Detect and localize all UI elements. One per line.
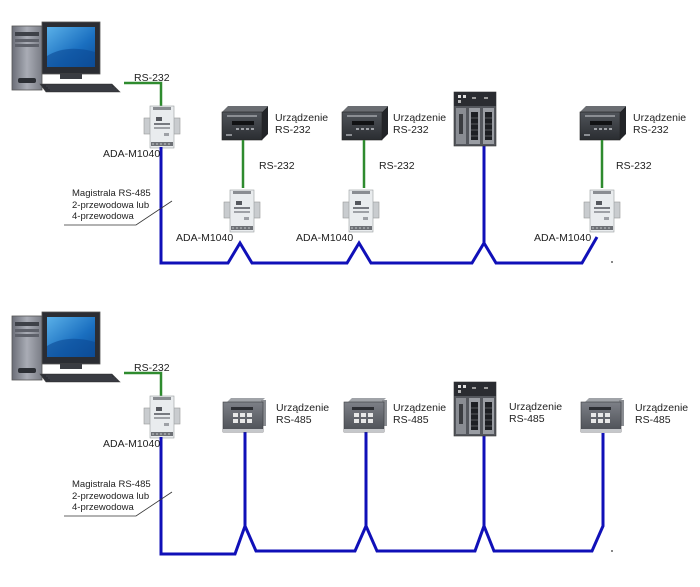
device-label-line: RS-485: [635, 414, 671, 426]
rs232-link: [124, 371, 163, 398]
device-label-line: RS-232: [393, 124, 429, 136]
bus-label-line: Magistrala RS-485: [72, 188, 151, 199]
device-label-line: Urządzenie: [633, 112, 687, 124]
device-link-label: RS-232: [259, 160, 295, 172]
bus-terminator-dot: [611, 550, 613, 552]
rs232-link: [124, 81, 163, 108]
converter-ada-m1040-icon: [143, 395, 181, 439]
device-label-line: Urządzenie: [393, 112, 447, 124]
bus-label-line: 2-przewodowa lub: [72, 199, 150, 211]
rs485-device-icon: [222, 397, 267, 433]
bus-leader-line: [64, 200, 173, 226]
device-label: Urządzenie RS-485: [509, 401, 562, 425]
device-label: Urządzenie RS-232: [393, 112, 446, 136]
converter-ada-m1040-icon: [342, 189, 380, 233]
rs232-device-icon: [341, 105, 389, 141]
device-link-label: RS-232: [616, 160, 652, 172]
pc-computer-icon: [11, 21, 121, 93]
rs485-bus: [159, 147, 599, 265]
pc-computer-icon: [11, 311, 121, 383]
device-label-line: RS-485: [509, 413, 545, 425]
device-label: Urządzenie RS-232: [633, 112, 686, 136]
master-converter-label: ADA-M1040: [103, 438, 161, 450]
rs232-device-icon: [579, 105, 627, 141]
plc-icon: [453, 381, 497, 437]
bus-terminator-dot: [611, 261, 613, 263]
diagram-bottom: [11, 311, 625, 556]
device-label: Urządzenie RS-485: [393, 402, 446, 426]
converter-ada-m1040-icon: [583, 189, 621, 233]
device-label-line: RS-485: [276, 414, 312, 426]
device-label: Urządzenie RS-485: [276, 402, 329, 426]
device-label-line: Urządzenie: [276, 402, 330, 414]
device-label-line: Urządzenie: [393, 402, 447, 414]
bus-label: Magistrala RS-485 2-przewodowa lub 4-prz…: [72, 188, 151, 223]
converter-ada-m1040-icon: [143, 105, 181, 149]
converter-label: ADA-M1040: [176, 232, 234, 244]
converter-label: ADA-M1040: [534, 232, 592, 244]
bus-label-line: 4-przewodowa: [72, 211, 134, 222]
device-label-line: Urządzenie: [509, 401, 563, 413]
plc-icon: [453, 91, 497, 147]
bus-leader-line: [64, 491, 173, 517]
device-label-line: RS-485: [393, 414, 429, 426]
device-label-line: RS-232: [633, 124, 669, 136]
device-label-line: RS-232: [275, 124, 311, 136]
pc-link-label: RS-232: [134, 362, 170, 374]
converter-ada-m1040-icon: [223, 189, 261, 233]
rs485-device-icon: [580, 397, 625, 433]
master-converter-label: ADA-M1040: [103, 148, 161, 160]
rs485-bus: [159, 433, 605, 556]
device-link-label: RS-232: [379, 160, 415, 172]
bus-label: Magistrala RS-485 2-przewodowa lub 4-prz…: [72, 479, 151, 514]
pc-link-label: RS-232: [134, 72, 170, 84]
bus-label-line: 2-przewodowa lub: [72, 490, 150, 502]
rs485-device-icon: [343, 397, 388, 433]
bus-label-line: 4-przewodowa: [72, 502, 134, 513]
device-label: Urządzenie RS-485: [635, 402, 688, 426]
converter-label: ADA-M1040: [296, 232, 354, 244]
rs232-device-icon: [221, 105, 269, 141]
device-label-line: Urządzenie: [635, 402, 689, 414]
device-label: Urządzenie RS-232: [275, 112, 328, 136]
device-label-line: Urządzenie: [275, 112, 329, 124]
diagram-top: [11, 21, 627, 265]
bus-label-line: Magistrala RS-485: [72, 479, 151, 490]
